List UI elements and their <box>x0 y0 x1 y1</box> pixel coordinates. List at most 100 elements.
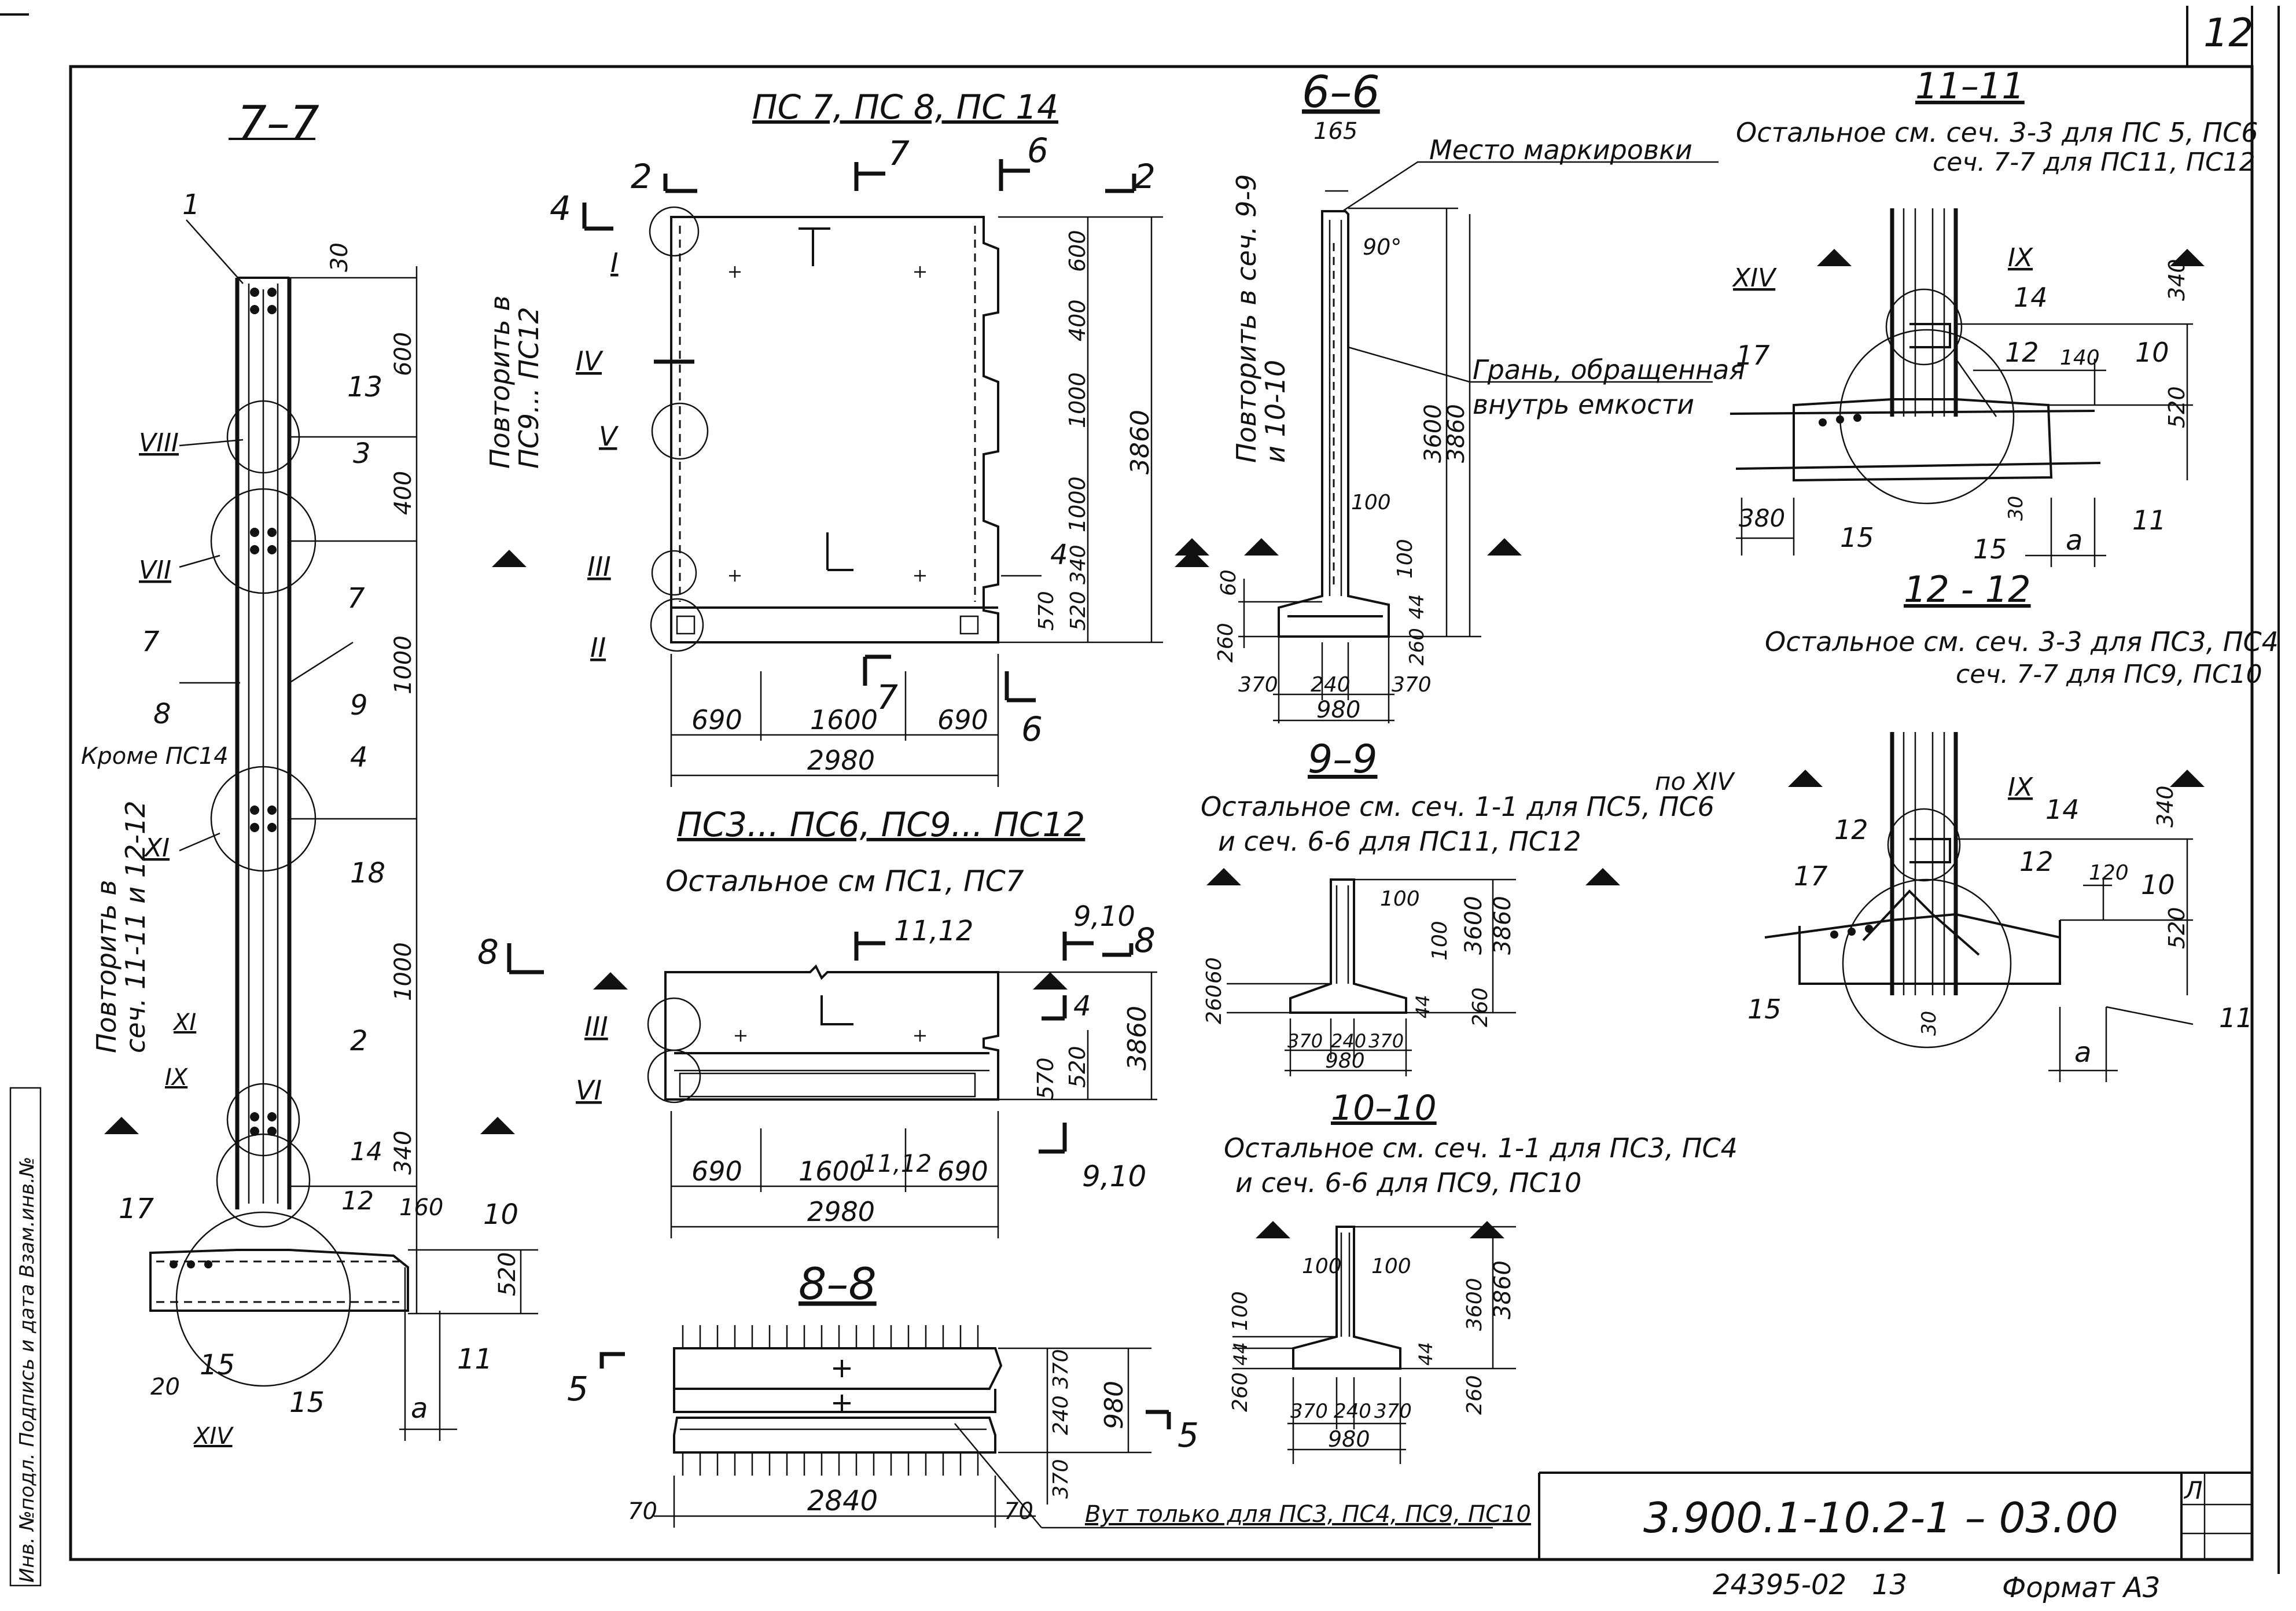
position-label: 2 <box>350 1025 368 1057</box>
node-label: III <box>587 551 611 582</box>
position-label: 11 <box>2219 1002 2253 1033</box>
dim-label: 340 <box>390 1131 417 1175</box>
dim-label: 520 <box>494 1252 521 1296</box>
position-label: 15 <box>289 1386 325 1419</box>
dim-label: 44 <box>1230 1342 1252 1366</box>
section-7-7-note-repeat-1: Повторить в <box>91 880 122 1053</box>
section-12-12-title: 12 - 12 <box>1904 568 2031 610</box>
dim-label: 980 <box>1325 1049 1365 1073</box>
position-label: 15 <box>1840 522 1874 553</box>
panel-pc7-title: ПС 7, ПС 8, ПС 14 <box>752 87 1058 127</box>
position-label: 7 <box>347 582 365 615</box>
position-label: 18 <box>350 857 385 889</box>
dim-label: 3860 <box>1125 410 1155 475</box>
cut-label: 2 <box>631 157 652 196</box>
position-label: 1 <box>182 189 200 221</box>
position-label: 13 <box>347 371 382 403</box>
panel-pc7-note-1: Повторить в <box>484 295 516 469</box>
cut-label: 2 <box>1134 157 1156 196</box>
cut-label: 7 <box>888 134 910 173</box>
section-10-10-drawing <box>1232 1221 1516 1464</box>
dim-label: 140 <box>2060 346 2100 370</box>
section-8-8-title: 8–8 <box>799 1258 877 1310</box>
dim-label: 44 <box>1415 1342 1437 1366</box>
cut-label: 9,10 <box>1082 1160 1146 1193</box>
position-label: 15 <box>200 1349 235 1381</box>
node-label: IX <box>165 1064 189 1091</box>
cut-label: 8 <box>477 932 499 972</box>
position-label: 11 <box>2132 505 2166 536</box>
section-9-9-ref: по XIV <box>1655 767 1736 796</box>
dim-label: 600 <box>1065 230 1090 272</box>
position-label: 10 <box>2135 337 2169 368</box>
dim-label: 1600 <box>799 1156 866 1187</box>
panel-pc3-title: ПС3... ПС6, ПС9... ПС12 <box>677 805 1085 844</box>
panel-pc7-drawing <box>492 159 1209 787</box>
section-6-6-note-2: и 10-10 <box>1260 360 1291 463</box>
position-label: 14 <box>2014 282 2048 313</box>
dim-label: 340 <box>2152 785 2178 827</box>
cut-label: 4 <box>550 189 571 228</box>
position-label: 15 <box>1747 994 1782 1025</box>
dim-label: 20 <box>150 1374 180 1400</box>
position-label: 12 <box>341 1186 374 1216</box>
section-10-10-note-1: Остальное см. сеч. 1-1 для ПС3, ПС4 <box>1224 1132 1738 1164</box>
cut-label: 9,10 <box>1073 900 1135 933</box>
section-12-12-note-2: сеч. 7-7 для ПС9, ПС10 <box>1956 660 2262 689</box>
section-7-7-drawing <box>104 138 538 1441</box>
dim-label: 520 <box>1065 1046 1090 1088</box>
dim-label: 3860 <box>1489 896 1516 955</box>
dim-label: 690 <box>691 704 742 735</box>
node-label: VII <box>139 556 171 585</box>
node-label: XIV <box>193 1423 234 1450</box>
section-9-9-note-2: и сеч. 6-6 для ПС11, ПС12 <box>1218 826 1581 857</box>
dim-label: 100 <box>1371 1255 1411 1278</box>
dim-label: 60 <box>1217 569 1241 596</box>
node-label: VIII <box>139 428 179 458</box>
dim-label: 370 <box>1238 673 1278 697</box>
dim-label: 30 <box>1918 1011 1941 1036</box>
dim-label: 70 <box>628 1498 657 1525</box>
dim-label: 260 <box>1228 1372 1252 1412</box>
dim-label: 3600 <box>1463 1278 1486 1331</box>
dim-label: 1000 <box>1065 372 1090 428</box>
dim-label: 100 <box>1380 887 1420 911</box>
dim-label: 240 <box>1049 1395 1073 1435</box>
node-label: IX <box>2008 243 2033 273</box>
position-label: 7 <box>142 626 160 658</box>
position-label: 17 <box>1794 860 1828 892</box>
dim-label: 90° <box>1363 234 1401 260</box>
dim-label: 400 <box>390 471 417 515</box>
node-label: XIV <box>1732 263 1777 293</box>
section-11-11-drawing <box>1730 208 2205 567</box>
cut-label: 6 <box>1021 709 1043 749</box>
position-label: 4 <box>350 741 368 774</box>
section-10-10-note-2: и сеч. 6-6 для ПС9, ПС10 <box>1235 1167 1581 1198</box>
section-6-6-note-1: Повторить в сеч. 9-9 <box>1231 174 1262 463</box>
section-11-11-note-2: сеч. 7-7 для ПС11, ПС12 <box>1933 148 2255 177</box>
section-9-9-title: 9–9 <box>1308 737 1378 782</box>
section-12-12-note-1: Остальное см. сеч. 3-3 для ПС3, ПС4 <box>1765 626 2279 657</box>
dim-label: 240 <box>1331 1030 1366 1052</box>
section-8-8-drawing <box>599 1325 1493 1529</box>
dim-label: 3600 <box>1460 896 1487 955</box>
position-label: 14 <box>350 1137 382 1167</box>
panel-pc7-note-2: ПС9... ПС12 <box>513 307 544 469</box>
position-label: 12 <box>2005 337 2039 368</box>
dim-label: 980 <box>1099 1381 1129 1429</box>
section-8-8-note: Вут только для ПС3, ПС4, ПС9, ПС10 <box>1085 1501 1531 1528</box>
dim-label: 980 <box>1328 1426 1370 1452</box>
dim-label: 100 <box>1302 1255 1342 1278</box>
dim-label: 690 <box>691 1156 742 1187</box>
dim-label: 1000 <box>390 635 417 694</box>
section-6-6-drawing <box>1175 161 1719 723</box>
panel-pc3-drawing <box>507 932 1157 1238</box>
position-label: 12 <box>2019 846 2054 877</box>
section-9-9-drawing <box>1206 868 1620 1076</box>
dim-label: 30 <box>326 242 353 272</box>
corner-mark: Л <box>2183 1476 2203 1505</box>
node-label: V <box>599 421 619 452</box>
dim-label: 260 <box>1214 623 1238 663</box>
dim-label: 70 <box>1004 1498 1033 1525</box>
